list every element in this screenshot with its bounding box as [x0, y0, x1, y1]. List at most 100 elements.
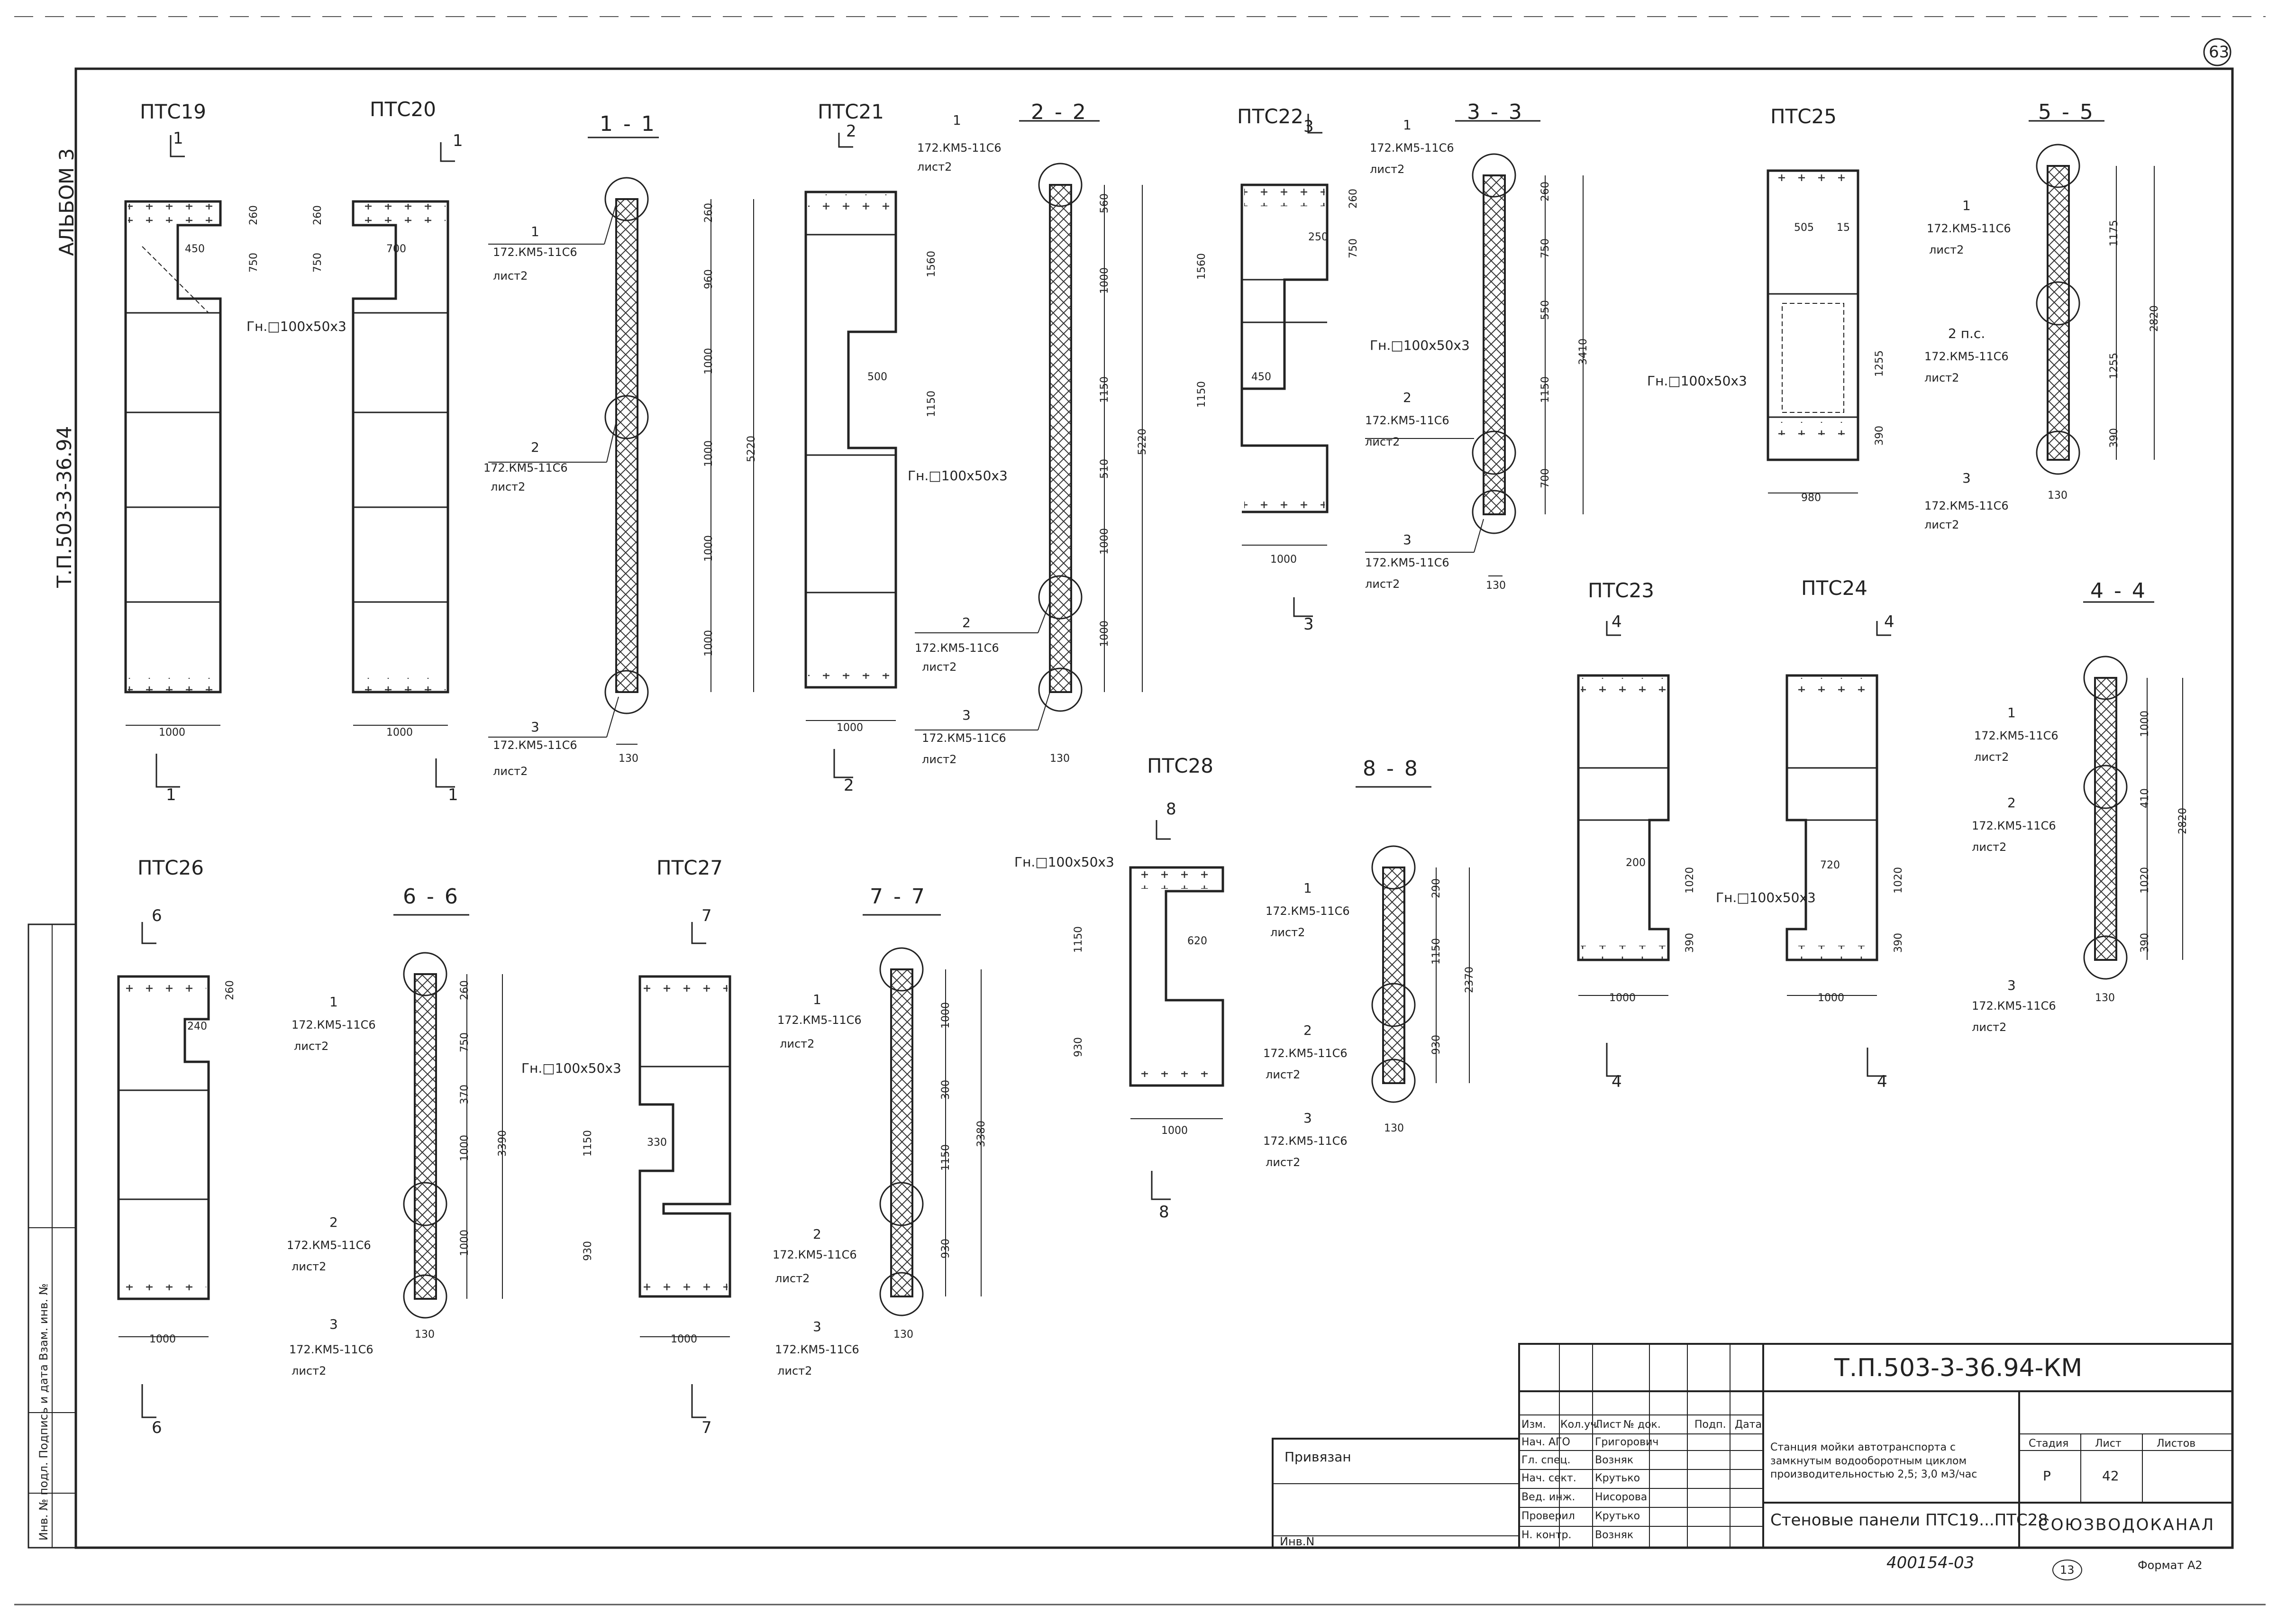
profile-label: Гн.□100х50х3 [1014, 854, 1114, 870]
tb-name: Возняк [1595, 1454, 1634, 1466]
node-sheet: лист2 [922, 660, 957, 674]
cut-mark: 4 [1884, 612, 1894, 631]
node-sheet: лист2 [291, 1260, 327, 1273]
dimension: 260 [703, 203, 715, 223]
panel-ptc21 [804, 133, 897, 778]
dimension: 1000 [159, 727, 185, 739]
dimension: 2820 [2149, 305, 2160, 332]
tb-sheet-no: 42 [2102, 1468, 2119, 1484]
section-4-4 [2083, 601, 2183, 980]
project-title: Станция мойки автотранспорта с замкнутым… [1770, 1442, 1977, 1481]
tb-role: Гл. спец. [1521, 1454, 1571, 1466]
dimension: 1000 [940, 1002, 952, 1029]
tb-header: Дата [1735, 1419, 1762, 1431]
profile-label: Гн.□100х50х3 [246, 319, 346, 334]
dimension: 130 [2095, 992, 2115, 1004]
node-number: 1 [329, 994, 338, 1010]
tb-role: Нач. сект. [1521, 1472, 1576, 1484]
node-reference: 172.КМ5-11С6 [1263, 1047, 1348, 1060]
dimension: 1000 [2139, 711, 2151, 737]
dimension: 720 [1820, 859, 1840, 871]
node-sheet: лист2 [491, 480, 526, 493]
dimension: 980 [1801, 492, 1821, 504]
tb-stage-label: Стадия [2029, 1438, 2069, 1450]
sheet-frame [74, 67, 2234, 1549]
node-sheet: лист2 [1266, 1156, 1301, 1169]
bottom-note: 400154-03 [1886, 1553, 1975, 1572]
panel-ptc22 [1240, 114, 1329, 617]
tb-stage: Р [2043, 1468, 2051, 1484]
dimension: 1255 [2108, 353, 2120, 379]
node-number: 3 [1303, 1110, 1312, 1126]
node-number: 3 [962, 707, 971, 723]
node-sheet: лист2 [1929, 243, 1964, 256]
dimension: 1150 [1539, 376, 1551, 403]
side-album-label: АЛЬБОМ 3 [55, 148, 78, 256]
dimension: 1020 [1893, 867, 1904, 894]
dimension: 390 [2139, 933, 2151, 953]
panel-title: ПТС28 [1147, 754, 1214, 777]
node-reference: 172.КМ5-11С6 [777, 1013, 862, 1027]
tb-sheet-label: Лист [2095, 1438, 2122, 1450]
cut-mark: 2 [846, 122, 856, 141]
cut-mark: 4 [1877, 1072, 1887, 1091]
tb-header: Подп. [1694, 1419, 1726, 1431]
dimension: 410 [2139, 788, 2151, 808]
panel-title: ПТС25 [1770, 105, 1837, 128]
panel-title: ПТС19 [140, 100, 207, 123]
organization: СОЮЗВОДОКАНАЛ [2038, 1515, 2215, 1534]
dimension: 1000 [1270, 554, 1297, 566]
dimension: 5220 [746, 436, 757, 462]
dimension: 1000 [1099, 267, 1111, 294]
tb-sheets-label: Листов [2157, 1438, 2196, 1450]
node-reference: 172.КМ5-11С6 [775, 1343, 859, 1356]
tb-name: Возняк [1595, 1529, 1634, 1541]
dimension: 130 [619, 753, 638, 765]
node-number: 2 [1403, 390, 1412, 405]
node-sheet: лист2 [1974, 750, 2009, 764]
node-sheet: лист2 [493, 269, 528, 283]
node-sheet: лист2 [1270, 926, 1305, 939]
dimension: 130 [1384, 1122, 1404, 1134]
side-doc-label: Т.П.503-3-36.94 [53, 426, 76, 588]
cut-mark: 3 [1303, 615, 1314, 634]
node-reference: 172.КМ5-11С6 [915, 641, 999, 655]
panel-title: ПТС27 [656, 856, 723, 879]
node-reference: 172.КМ5-11С6 [917, 141, 1002, 155]
dimension: 500 [867, 371, 887, 383]
dimension: 260 [1539, 182, 1551, 201]
panel-title: ПТС26 [137, 856, 204, 879]
panel-ptc24 [1785, 621, 1891, 1077]
dimension: 1000 [671, 1333, 697, 1345]
side-stamp-label: Инв. № подл. Подпись и дата Взам. инв. № [37, 1283, 50, 1541]
profile-label: Гн.□100х50х3 [1716, 890, 1816, 905]
inventory-label: Инв.N [1280, 1535, 1315, 1548]
node-number: 3 [1962, 470, 1971, 486]
node-number: 1 [1962, 198, 1971, 213]
dimension: 1150 [926, 391, 938, 417]
node-reference: 172.КМ5-11С6 [922, 731, 1006, 745]
profile-label: Гн.□100х50х3 [1647, 373, 1747, 389]
panel-title: ПТС22 [1237, 105, 1304, 128]
dimension: 1000 [703, 440, 715, 467]
node-reference: 172.КМ5-11С6 [291, 1018, 376, 1031]
section-title: 4 - 4 [2090, 579, 2147, 603]
panel-ptc28 [1129, 820, 1224, 1200]
title-block [1272, 1343, 2233, 1549]
tb-name: Нисорова [1595, 1491, 1648, 1503]
node-sheet: лист2 [1972, 840, 2007, 854]
node-reference: 172.КМ5-11С6 [1927, 222, 2011, 235]
section-7-7 [863, 914, 982, 1316]
dimension: 390 [1893, 933, 1904, 953]
dimension: 2370 [1464, 967, 1475, 993]
node-sheet: лист2 [775, 1272, 810, 1285]
dimension: 700 [1539, 468, 1551, 488]
cut-mark: 7 [701, 906, 712, 925]
panel-ptc23 [1577, 621, 1670, 1077]
node-reference: 172.КМ5-11С6 [483, 461, 568, 474]
sheet-title: Стеновые панели ПТС19...ПТС28 [1770, 1511, 2049, 1530]
panel-ptc19 [124, 135, 222, 788]
tb-name: Крутько [1595, 1510, 1640, 1522]
panel-title: ПТС21 [818, 100, 884, 123]
